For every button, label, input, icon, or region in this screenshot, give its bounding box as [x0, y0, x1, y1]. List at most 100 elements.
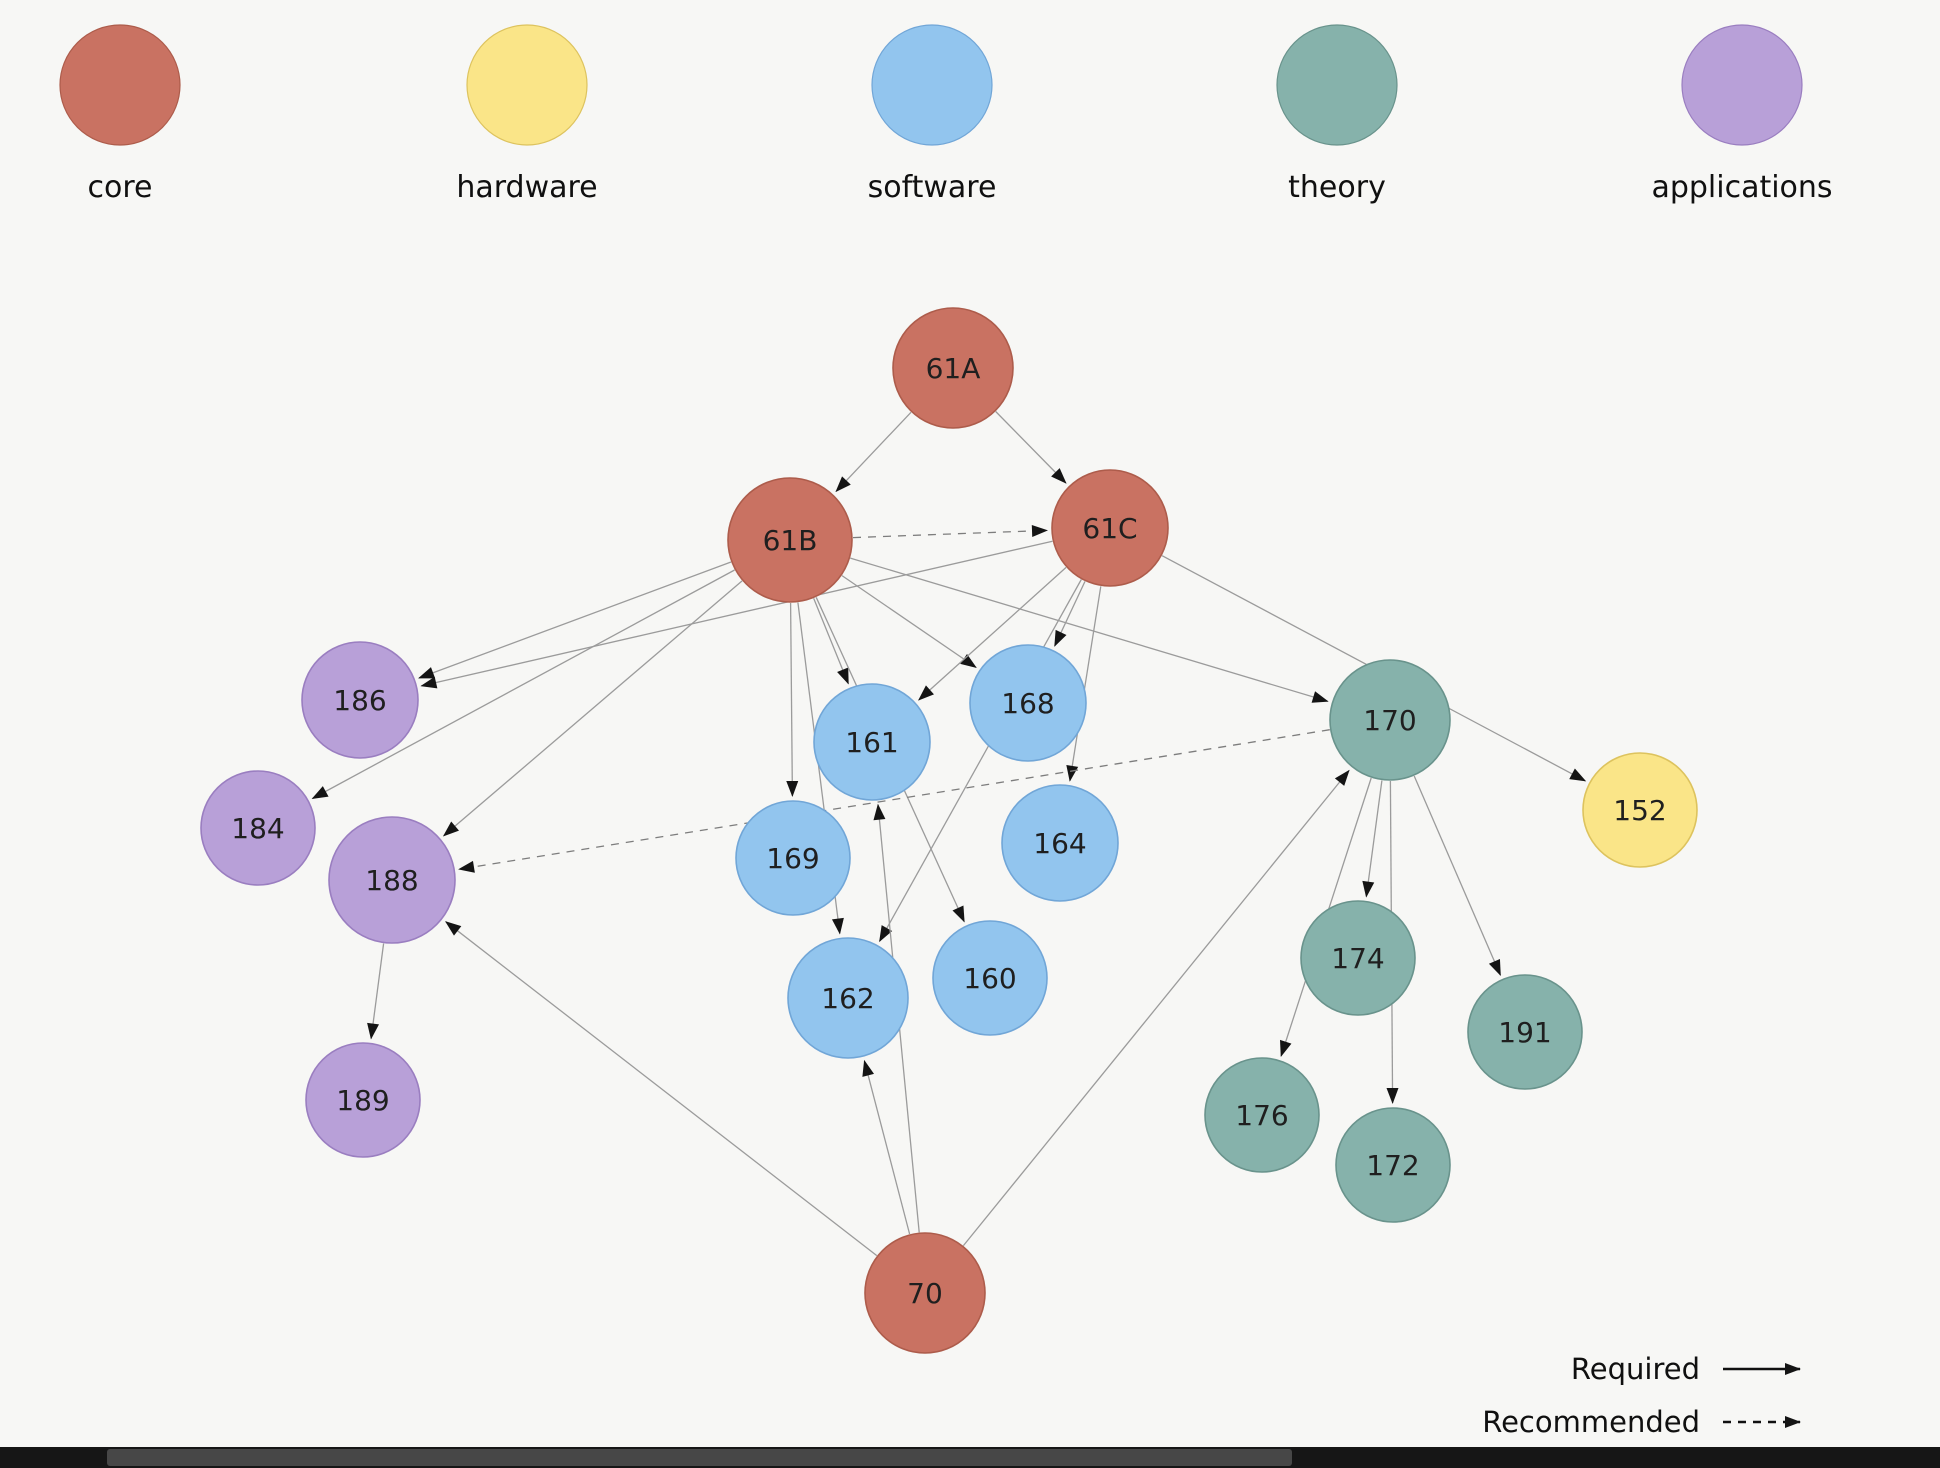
legend-item-applications: applications	[1651, 24, 1833, 205]
edge-61C-to-161-required	[918, 566, 1067, 701]
node-162[interactable]: 162	[787, 937, 909, 1059]
node-label-61A: 61A	[926, 352, 981, 385]
node-circle-162[interactable]	[787, 937, 909, 1059]
node-label-161: 161	[845, 726, 898, 759]
legend-label-applications: applications	[1651, 170, 1832, 205]
legend-swatch-hardware	[466, 24, 588, 146]
legend-label-software: software	[868, 170, 997, 205]
node-164[interactable]: 164	[1001, 784, 1119, 902]
node-160[interactable]: 160	[932, 920, 1048, 1036]
node-circle-152[interactable]	[1582, 752, 1698, 868]
required-legend-label: Required	[1571, 1352, 1700, 1386]
node-170[interactable]: 170	[1329, 659, 1451, 781]
node-circle-184[interactable]	[200, 770, 316, 886]
node-label-184: 184	[231, 812, 284, 845]
node-label-61C: 61C	[1082, 512, 1137, 545]
node-191[interactable]: 191	[1467, 974, 1583, 1090]
legend-swatch-theory	[1276, 24, 1398, 146]
edge-61C-to-164-required	[1066, 586, 1102, 782]
edge-170-to-188-recommended	[458, 729, 1330, 873]
edge-61B-to-184-required	[311, 569, 735, 800]
node-circle-169[interactable]	[735, 800, 851, 916]
node-circle-186[interactable]	[301, 641, 419, 759]
edge-61B-to-170-required	[850, 557, 1329, 703]
horizontal-scrollbar[interactable]	[0, 1447, 1940, 1468]
legend-item-software: software	[868, 24, 997, 205]
scrollbar-thumb[interactable]	[107, 1449, 1292, 1466]
node-label-169: 169	[766, 842, 819, 875]
edge-188-to-189-required	[367, 943, 385, 1040]
node-label-176: 176	[1235, 1099, 1288, 1132]
edge-70-to-170-required	[962, 769, 1350, 1247]
node-61C[interactable]: 61C	[1051, 469, 1169, 587]
node-label-189: 189	[336, 1084, 389, 1117]
node-label-191: 191	[1498, 1016, 1551, 1049]
edge-61A-to-61B-required	[835, 411, 912, 493]
node-61A[interactable]: 61A	[892, 307, 1014, 429]
node-circle-70[interactable]	[864, 1232, 986, 1354]
node-circle-161[interactable]	[813, 683, 931, 801]
legend-swatch-software	[871, 24, 993, 146]
node-161[interactable]: 161	[813, 683, 931, 801]
node-circle-168[interactable]	[969, 644, 1087, 762]
edge-61B-to-161-required	[813, 598, 849, 685]
node-circle-172[interactable]	[1335, 1107, 1451, 1223]
node-circle-170[interactable]	[1329, 659, 1451, 781]
edge-61B-to-188-required	[442, 580, 743, 837]
node-184[interactable]: 184	[200, 770, 316, 886]
edge-61A-to-61C-required	[995, 411, 1067, 484]
node-168[interactable]: 168	[969, 644, 1087, 762]
edge-61B-to-61C-recommended	[852, 524, 1048, 539]
node-circle-191[interactable]	[1467, 974, 1583, 1090]
node-174[interactable]: 174	[1300, 900, 1416, 1016]
node-70[interactable]: 70	[864, 1232, 986, 1354]
legend-item-hardware: hardware	[456, 24, 598, 205]
legend-item-theory: theory	[1276, 24, 1398, 205]
legend-item-core: core	[59, 24, 181, 205]
edge-61C-to-186-required	[420, 540, 1053, 689]
edge-61C-to-162-required	[879, 579, 1082, 943]
edge-70-to-162-required	[862, 1059, 911, 1235]
edge-70-to-188-required	[445, 921, 878, 1257]
edge-170-to-174-required	[1362, 780, 1383, 898]
node-circle-176[interactable]	[1204, 1057, 1320, 1173]
node-169[interactable]: 169	[735, 800, 851, 916]
node-circle-164[interactable]	[1001, 784, 1119, 902]
edge-61B-to-168-required	[841, 575, 977, 668]
node-circle-188[interactable]	[328, 816, 456, 944]
node-172[interactable]: 172	[1335, 1107, 1451, 1223]
edge-61B-to-169-required	[786, 602, 799, 797]
edge-61C-to-168-required	[1054, 581, 1086, 647]
node-circle-160[interactable]	[932, 920, 1048, 1036]
node-label-70: 70	[907, 1277, 943, 1310]
node-176[interactable]: 176	[1204, 1057, 1320, 1173]
node-label-168: 168	[1001, 687, 1054, 720]
node-186[interactable]: 186	[301, 641, 419, 759]
legend-label-hardware: hardware	[456, 170, 597, 205]
node-label-186: 186	[333, 684, 386, 717]
node-circle-61B[interactable]	[727, 477, 853, 603]
node-circle-61A[interactable]	[892, 307, 1014, 429]
node-label-162: 162	[821, 982, 874, 1015]
edge-61B-to-186-required	[418, 561, 732, 679]
edge-type-legend: Required Recommended	[1482, 1352, 1801, 1439]
recommended-legend-label: Recommended	[1482, 1405, 1700, 1439]
node-152[interactable]: 152	[1582, 752, 1698, 868]
node-label-164: 164	[1033, 827, 1086, 860]
nodes-layer: 61A 61B 61C 70 152 161 168 169 164 162 160 170 174 19…	[200, 307, 1698, 1354]
legend-swatch-core	[59, 24, 181, 146]
node-circle-174[interactable]	[1300, 900, 1416, 1016]
category-legend: core hardware software theory applications	[59, 24, 1833, 205]
node-189[interactable]: 189	[305, 1042, 421, 1158]
node-label-174: 174	[1331, 942, 1384, 975]
edge-170-to-191-required	[1413, 775, 1501, 977]
legend-swatch-applications	[1681, 24, 1803, 146]
node-circle-189[interactable]	[305, 1042, 421, 1158]
node-label-188: 188	[365, 864, 418, 897]
node-188[interactable]: 188	[328, 816, 456, 944]
node-circle-61C[interactable]	[1051, 469, 1169, 587]
node-label-152: 152	[1613, 794, 1666, 827]
node-61B[interactable]: 61B	[727, 477, 853, 603]
